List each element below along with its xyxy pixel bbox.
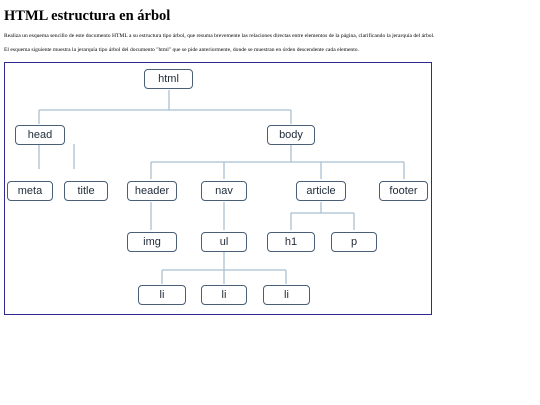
node-article: article xyxy=(296,181,346,201)
node-h1: h1 xyxy=(267,232,315,252)
node-title: title xyxy=(64,181,108,201)
intro-paragraph: Realiza un esquema sencillo de este docu… xyxy=(4,33,435,39)
node-header: header xyxy=(127,181,177,201)
node-p: p xyxy=(331,232,377,252)
node-footer: footer xyxy=(379,181,428,201)
node-li-1: li xyxy=(138,285,186,305)
node-body: body xyxy=(267,125,315,145)
node-img: img xyxy=(127,232,177,252)
node-ul: ul xyxy=(201,232,247,252)
node-li-3: li xyxy=(263,285,310,305)
node-head: head xyxy=(15,125,65,145)
node-nav: nav xyxy=(201,181,247,201)
node-html: html xyxy=(144,69,193,89)
node-li-2: li xyxy=(201,285,247,305)
description-paragraph: El esquema siguiente muestra la jerarquí… xyxy=(4,47,359,53)
tree-connectors xyxy=(38,90,405,284)
page-title: HTML estructura en árbol xyxy=(4,8,171,24)
node-meta: meta xyxy=(7,181,53,201)
tree-diagram: html head body meta title header nav art… xyxy=(4,62,432,315)
